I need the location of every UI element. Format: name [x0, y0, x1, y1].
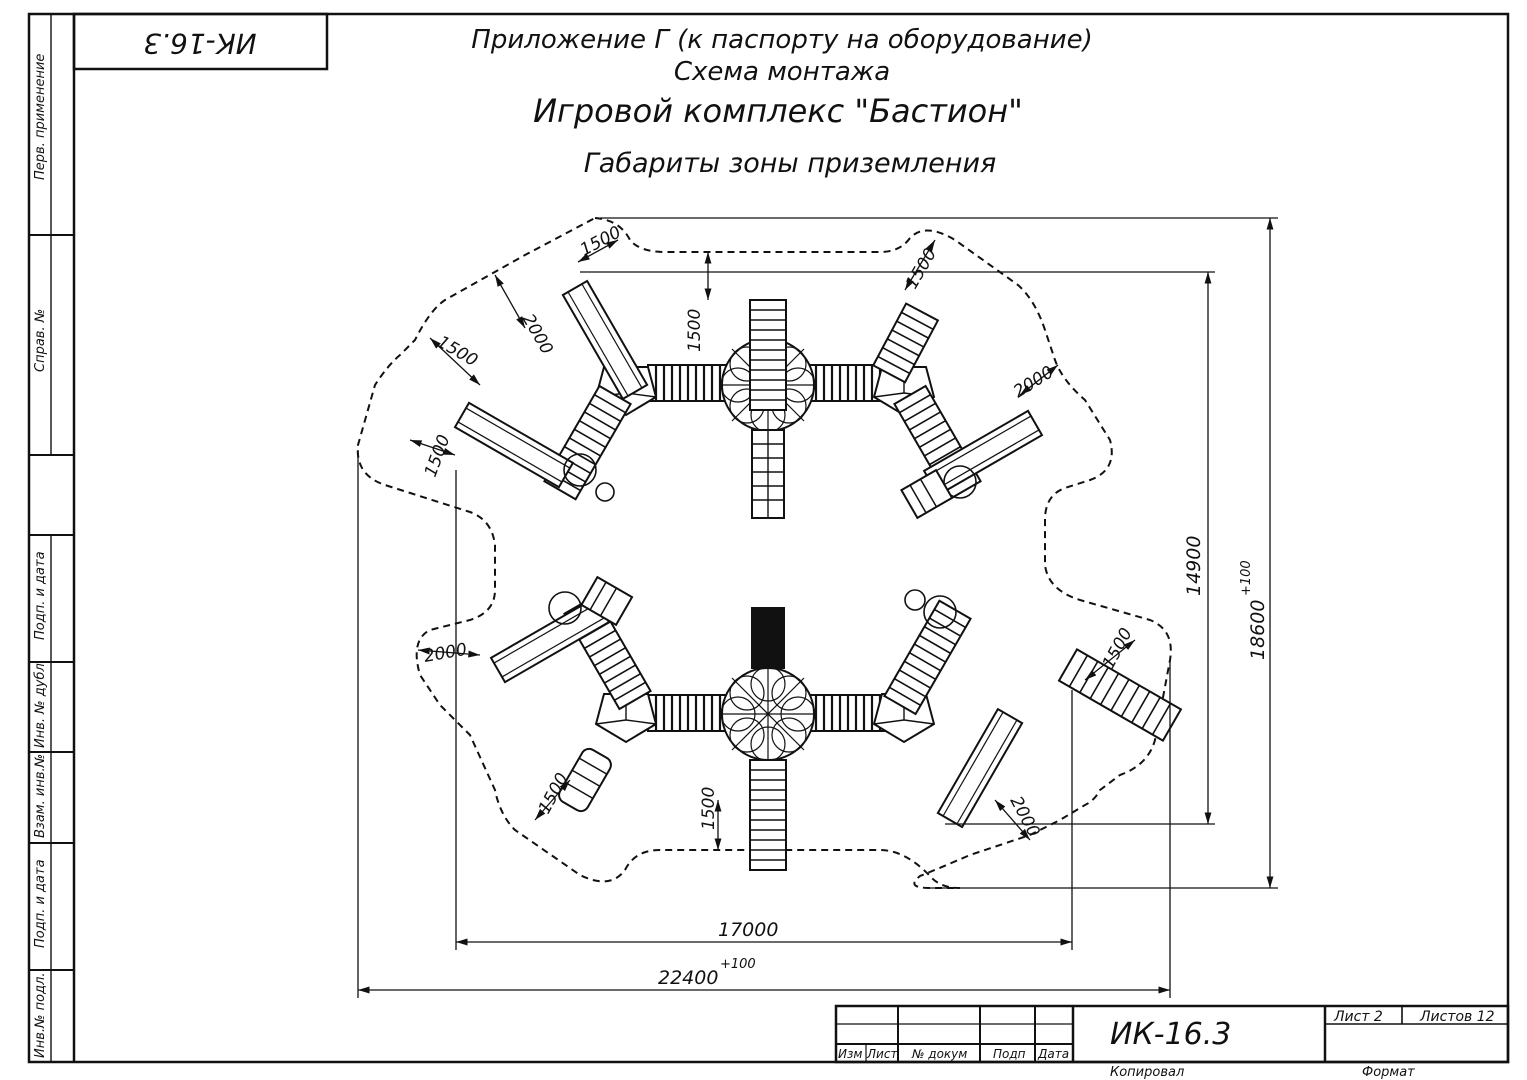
- dim-1500-upper-left-side: 1500: [434, 332, 481, 371]
- copied-label: Копировал: [1110, 1065, 1184, 1080]
- lower-complex: [490, 575, 1183, 871]
- title-block-text: ИК-16.3 Лист 2 Листов 12 Изм Лист № доку…: [838, 1009, 1495, 1080]
- col-dokum: № докум: [911, 1047, 967, 1061]
- col-list: Лист: [866, 1047, 898, 1061]
- dim-1500-upper-right-top: 1500: [902, 245, 941, 292]
- dim-1500-upper-left-top: 1500: [577, 222, 625, 260]
- top-stamp-code: ИК-16.3: [143, 27, 256, 60]
- dim-14900: 14900: [1183, 536, 1205, 596]
- col-izm: Изм: [838, 1047, 862, 1061]
- top-stamp: ИК-16.3: [72, 12, 329, 71]
- header-line2: Схема монтажа: [674, 57, 890, 87]
- dim-22400-tol: +100: [720, 957, 756, 972]
- dimension-labels: 17000 22400 +100 14900 18600 +100 1500 1…: [421, 222, 1269, 989]
- col-podp: Подп: [993, 1047, 1026, 1061]
- side-labels: Перв. применение Справ. № Подп. и дата И…: [33, 54, 48, 1058]
- col-data: Дата: [1037, 1047, 1069, 1061]
- landing-zone-outline: [356, 216, 1172, 889]
- dim-18600-tol: +100: [1239, 560, 1254, 596]
- side-label-6: Подп. и дата: [33, 859, 48, 948]
- title-block-code: ИК-16.3: [1110, 1017, 1231, 1052]
- dim-2000-lower-left: 2000: [422, 640, 468, 667]
- sheet-frame: [27, 12, 1510, 1064]
- dim-2000-upper-right: 2000: [1010, 362, 1057, 402]
- header-line4: Габариты зоны приземления: [584, 148, 997, 179]
- title-block: [834, 1004, 1510, 1064]
- side-label-3: Подп. и дата: [33, 551, 48, 640]
- side-label-1: Перв. применение: [33, 54, 48, 180]
- title-block-sheets: Листов 12: [1419, 1009, 1495, 1025]
- header: Приложение Г (к паспорту на оборудование…: [471, 25, 1092, 179]
- format-label: Формат: [1362, 1065, 1415, 1080]
- dim-17000: 17000: [718, 919, 778, 941]
- header-line1: Приложение Г (к паспорту на оборудование…: [471, 25, 1092, 55]
- dim-1500-top-center: 1500: [685, 309, 705, 352]
- side-label-2: Справ. №: [33, 309, 48, 372]
- header-line3: Игровой комплекс "Бастион": [533, 92, 1023, 130]
- side-label-4: Инв. № дубл.: [33, 659, 48, 748]
- dim-2000-lower-right: 2000: [1006, 793, 1044, 841]
- side-label-7: Инв.№ подл.: [33, 972, 48, 1058]
- dim-1500-upper-left-low: 1500: [421, 432, 455, 479]
- dimensions: [357, 217, 1278, 998]
- dim-2000-upper-left: 2000: [518, 311, 557, 358]
- dim-1500-bottom-center: 1500: [699, 787, 719, 830]
- dim-1500-lower-right: 1500: [1099, 625, 1137, 673]
- title-block-sheet: Лист 2: [1333, 1009, 1383, 1025]
- dim-22400: 22400: [658, 967, 718, 989]
- dim-18600: 18600: [1247, 600, 1269, 660]
- side-label-5: Взам. инв.№: [33, 754, 48, 838]
- upper-complex: [454, 280, 1043, 520]
